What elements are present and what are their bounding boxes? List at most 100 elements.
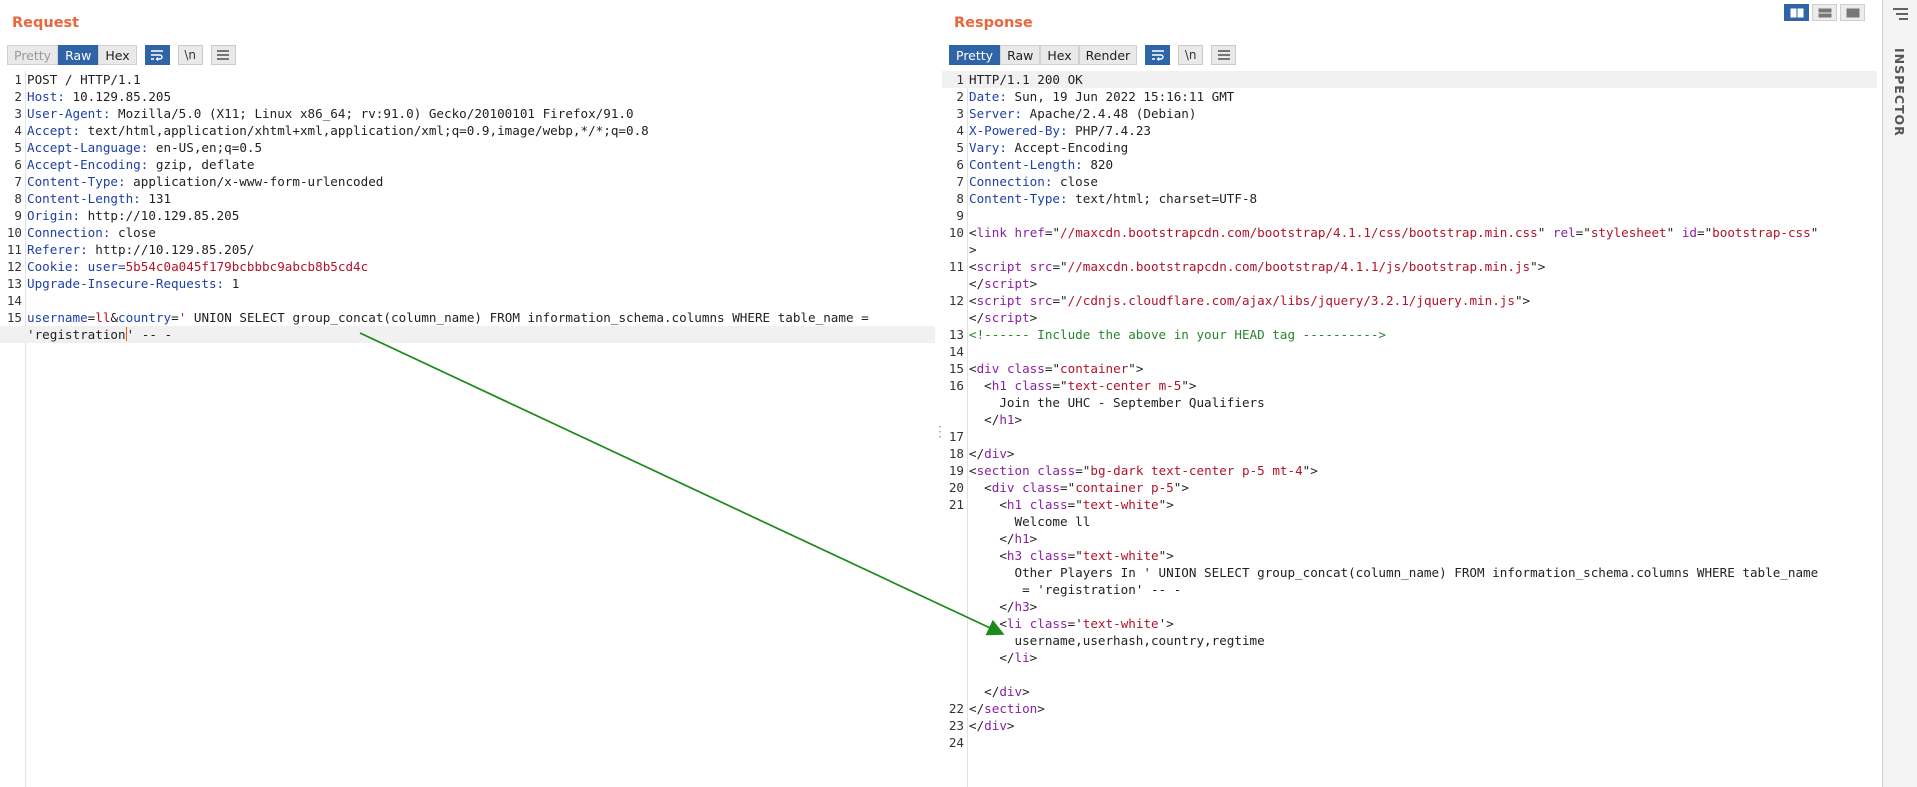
code-line[interactable]: </h3> [942, 598, 1877, 615]
code-token: close [1052, 174, 1098, 189]
code-line[interactable]: 'registration' -- - [0, 326, 935, 343]
code-line[interactable]: </h1> [942, 411, 1877, 428]
line-number: 9 [956, 208, 964, 223]
code-line[interactable]: 19<section class="bg-dark text-center p-… [942, 462, 1877, 479]
code-token: =" [1052, 378, 1068, 393]
code-token: Server: [969, 106, 1023, 121]
response-tab-hex[interactable]: Hex [1040, 45, 1079, 65]
request-tab-pretty[interactable]: Pretty [7, 45, 59, 65]
code-token: li [1014, 650, 1030, 665]
response-tab-render[interactable]: Render [1078, 45, 1138, 65]
code-line[interactable]: 21 <h1 class="text-white"> [942, 496, 1877, 513]
request-tab-raw[interactable]: Raw [58, 45, 99, 65]
code-token: Cookie: [27, 259, 81, 274]
code-line[interactable]: Welcome ll [942, 513, 1877, 530]
code-line[interactable]: </script> [942, 309, 1877, 326]
code-line[interactable]: 20 <div class="container p-5"> [942, 479, 1877, 496]
code-line[interactable]: 18</div> [942, 445, 1877, 462]
code-line[interactable]: </h1> [942, 530, 1877, 547]
code-token: HTTP/1.1 200 OK [969, 72, 1083, 87]
code-line[interactable]: > [942, 241, 1877, 258]
newline-toggle-button[interactable]: \n [177, 45, 203, 65]
code-line[interactable]: 23</div> [942, 717, 1877, 734]
code-token: < [969, 225, 977, 240]
code-token: =" [1067, 548, 1083, 563]
code-text: <!------ Include the above in your HEAD … [969, 326, 1386, 343]
code-token: " [1537, 225, 1553, 240]
code-line[interactable]: 15<div class="container"> [942, 360, 1877, 377]
code-line[interactable]: 13<!------ Include the above in your HEA… [942, 326, 1877, 343]
code-line[interactable]: 22</section> [942, 700, 1877, 717]
code-line[interactable]: 14 [0, 292, 935, 309]
newline-toggle-button[interactable]: \n [1178, 45, 1204, 65]
code-line[interactable]: <li class='text-white'> [942, 615, 1877, 632]
code-line[interactable]: = 'registration' -- - [942, 581, 1877, 598]
code-token: </ [969, 684, 1000, 699]
word-wrap-icon[interactable] [1145, 45, 1171, 65]
code-token: 5b54c0a045f179bcbbbc9abcb8b5cd4c [125, 259, 369, 274]
code-line[interactable]: username,userhash,country,regtime [942, 632, 1877, 649]
code-text: </div> [969, 445, 1015, 462]
code-line[interactable]: Join the UHC - September Qualifiers [942, 394, 1877, 411]
code-text: </script> [969, 275, 1037, 292]
code-line[interactable]: 11<script src="//maxcdn.bootstrapcdn.com… [942, 258, 1877, 275]
code-line[interactable]: 16 <h1 class="text-center m-5"> [942, 377, 1877, 394]
code-line[interactable]: 9 [942, 207, 1877, 224]
split-vertical-icon[interactable] [1812, 4, 1837, 21]
word-wrap-icon[interactable] [144, 45, 170, 65]
code-token: ll [95, 310, 111, 325]
inspector-menu-icon[interactable] [1893, 8, 1908, 20]
code-line[interactable]: </li> [942, 649, 1877, 666]
code-token: < [969, 497, 1007, 512]
code-line[interactable]: </script> [942, 275, 1877, 292]
response-tab-pretty[interactable]: Pretty [949, 45, 1001, 65]
split-horizontal-icon[interactable] [1784, 4, 1809, 21]
response-tab-raw[interactable]: Raw [1000, 45, 1041, 65]
hamburger-menu-icon[interactable] [1211, 45, 1237, 65]
code-line[interactable]: 10<link href="//maxcdn.bootstrapcdn.com/… [942, 224, 1877, 241]
code-token: div [984, 446, 1007, 461]
inspector-panel[interactable]: INSPECTOR [1882, 0, 1917, 787]
code-line[interactable]: Other Players In ' UNION SELECT group_co… [942, 564, 1877, 581]
request-tab-hex[interactable]: Hex [98, 45, 137, 65]
code-line[interactable] [942, 666, 1877, 683]
tabs-layout-icon[interactable] [1840, 4, 1865, 21]
hamburger-menu-icon[interactable] [210, 45, 236, 65]
code-line[interactable]: </div> [942, 683, 1877, 700]
code-line[interactable]: 17 [942, 428, 1877, 445]
code-line[interactable]: 24 [942, 734, 1877, 751]
code-line[interactable]: 14 [942, 343, 1877, 360]
code-token: > [1029, 310, 1038, 325]
code-token: > [1006, 718, 1015, 733]
code-text: </section> [969, 700, 1045, 717]
code-line[interactable]: 12<script src="//cdnjs.cloudflare.com/aj… [942, 292, 1877, 309]
code-token: < [969, 480, 992, 495]
code-token: Accept: [27, 123, 81, 138]
code-text: </li> [969, 649, 1037, 666]
code-line[interactable]: <h3 class="text-white"> [942, 547, 1877, 564]
